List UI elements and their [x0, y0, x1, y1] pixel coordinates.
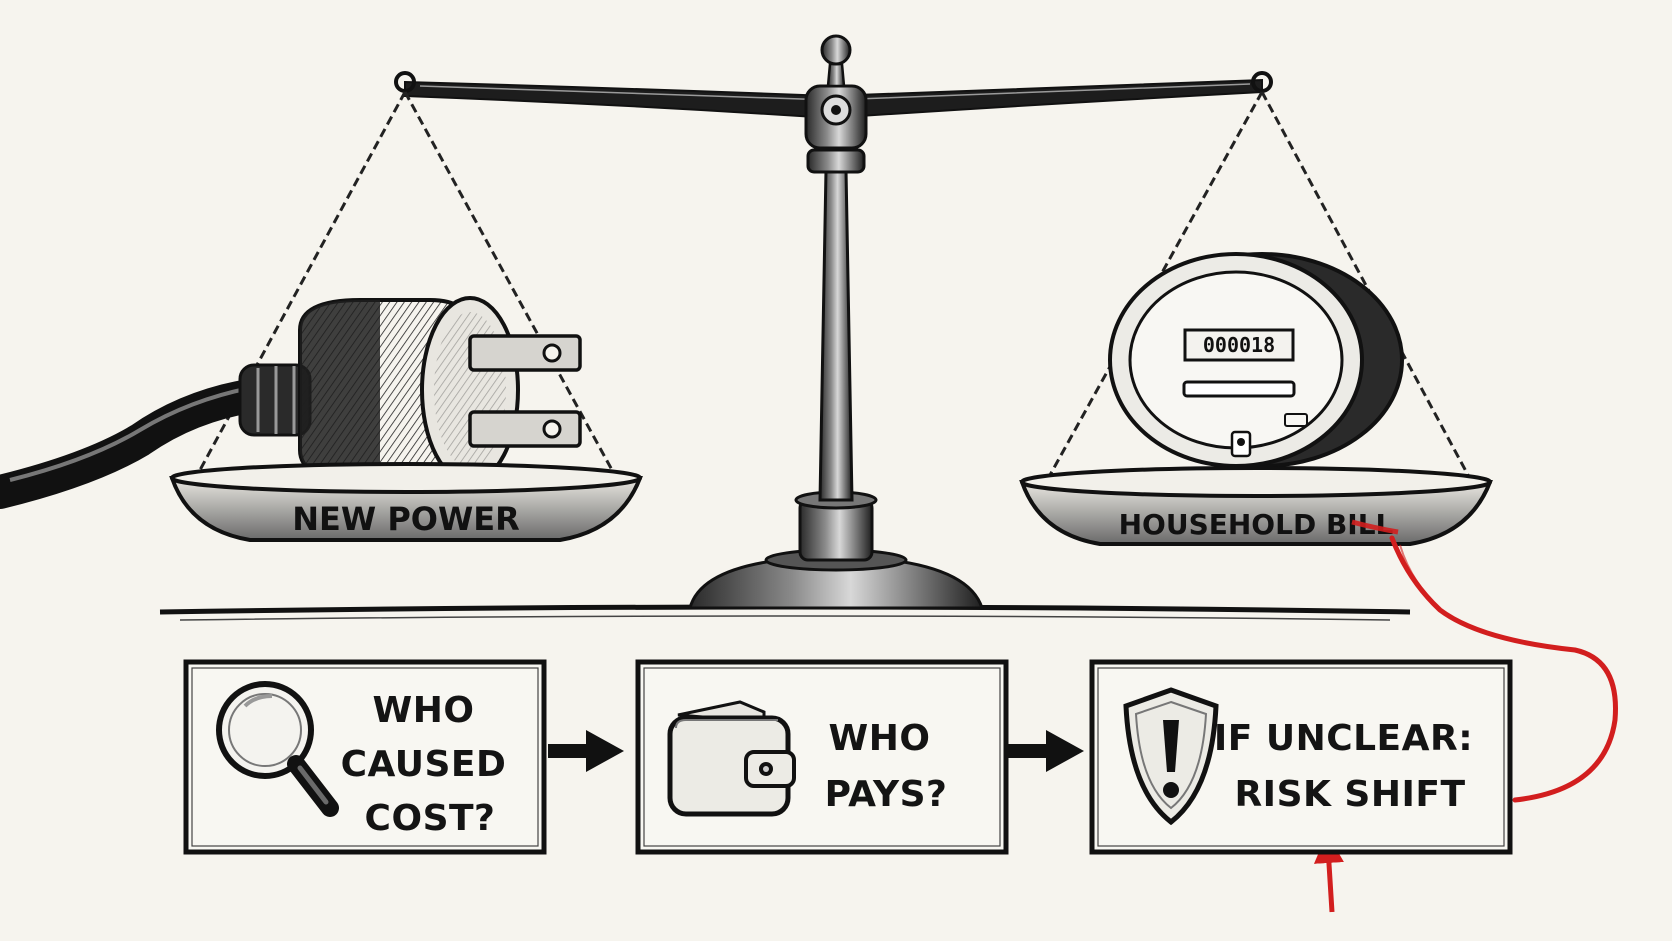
- scale-column: [820, 170, 852, 500]
- left-pan: NEW POWER: [172, 464, 640, 540]
- flow-step-who-caused: WHO CAUSED COST?: [186, 662, 544, 852]
- flow-step-line: CAUSED: [341, 744, 507, 785]
- flow-step-line: WHO: [373, 690, 475, 731]
- flow-step-who-pays: WHO PAYS?: [638, 662, 1006, 852]
- electric-plug-icon: [240, 298, 580, 482]
- flow-arrow: [1008, 730, 1084, 772]
- flow-step-line: COST?: [365, 798, 496, 839]
- left-pan-label: NEW POWER: [292, 500, 520, 538]
- flow-step-line: PAYS?: [825, 774, 948, 815]
- flow-step-line: RISK SHIFT: [1234, 774, 1465, 815]
- electric-meter-icon: 000018: [1110, 254, 1402, 466]
- flow-step-line: WHO: [829, 718, 931, 759]
- right-pan: HOUSEHOLD BILL: [1022, 468, 1490, 544]
- flow-step-line: IF UNCLEAR:: [1214, 718, 1473, 759]
- wallet-icon: [670, 702, 794, 814]
- flow-step-risk-shift: IF UNCLEAR: RISK SHIFT: [1092, 662, 1510, 852]
- risk-arrow: [1328, 848, 1332, 912]
- meter-reading: 000018: [1203, 333, 1275, 357]
- flow-arrow: [548, 730, 624, 772]
- balance-scale: NEW POWER 000018 HOUSEHOLD BILL: [0, 36, 1490, 608]
